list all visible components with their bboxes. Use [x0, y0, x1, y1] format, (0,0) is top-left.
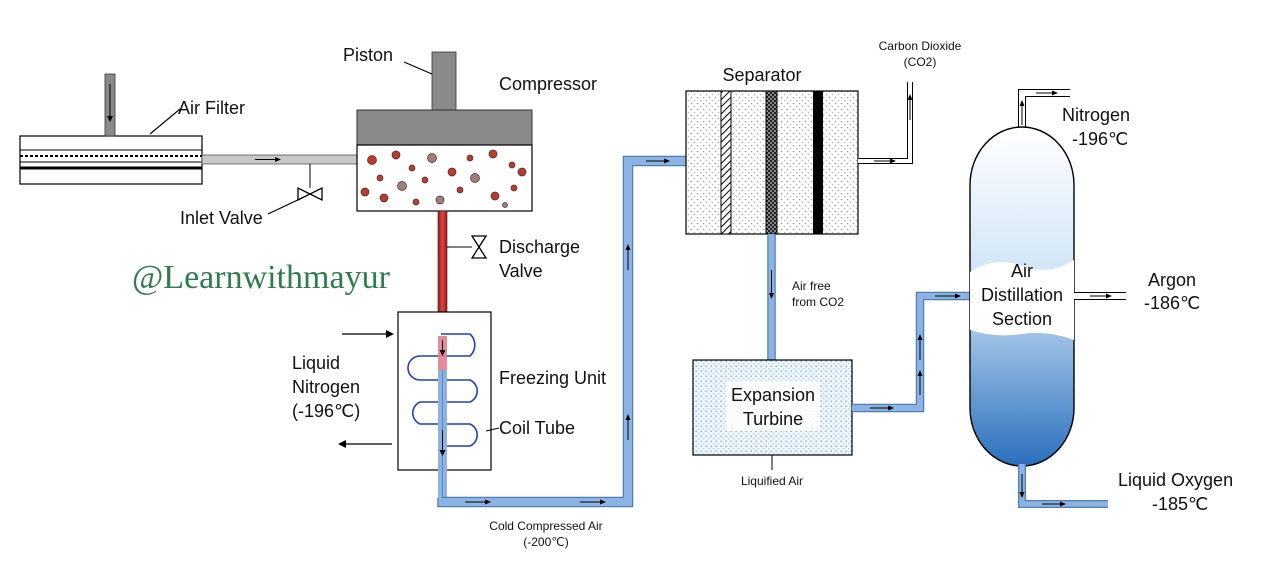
air-free-label-line1: Air free [792, 279, 831, 293]
cold-air-pipe [437, 155, 686, 508]
cold-air-label-line2: (-200℃) [523, 535, 569, 549]
turbine-to-column-pipe [852, 291, 972, 413]
distillation-label-line3: Section [992, 309, 1052, 329]
distillation-column [969, 126, 1075, 467]
nitrogen-label-line1: Nitrogen [1062, 105, 1130, 125]
gas-molecules [360, 149, 527, 208]
discharge-valve-icon [447, 235, 488, 259]
compressor [356, 51, 533, 212]
air-filter [19, 135, 203, 185]
separator-to-turbine-pipe [767, 234, 776, 360]
discharge-valve-label-line1: Discharge [499, 237, 580, 257]
co2-outlet-pipe [858, 82, 913, 164]
oxygen-label-line1: Liquid Oxygen [1118, 470, 1233, 490]
liquified-air-label: Liquified Air [741, 474, 803, 488]
coil-tube [407, 333, 478, 447]
compressor-label: Compressor [499, 74, 597, 94]
argon-outlet-pipe [1074, 292, 1126, 300]
piston-leader [403, 61, 433, 75]
air-intake-pipe [104, 73, 116, 137]
argon-label-line2: -186℃ [1144, 293, 1200, 313]
inlet-valve-label: Inlet Valve [180, 208, 263, 228]
freezing-unit-label: Freezing Unit [499, 368, 606, 388]
nitrogen-label-line2: -196℃ [1072, 129, 1128, 149]
separator [685, 90, 859, 235]
cold-air-label-line1: Cold Compressed Air [489, 519, 602, 533]
expansion-turbine-label-line1: Expansion [731, 385, 815, 405]
argon-label-line1: Argon [1148, 270, 1196, 290]
co2-label-line2: (CO2) [904, 55, 937, 69]
filter-to-compressor-pipe [201, 154, 358, 165]
discharge-valve-label-line2: Valve [499, 261, 543, 281]
expansion-turbine-label-line2: Turbine [743, 409, 803, 429]
inlet-valve-icon [267, 164, 323, 215]
expansion-turbine [692, 359, 853, 456]
liquid-nitrogen-label-line1: Liquid [292, 353, 340, 373]
nitrogen-outlet-pipe [1018, 89, 1070, 130]
freezing-unit [397, 311, 492, 498]
separator-label: Separator [722, 65, 801, 85]
watermark-text: @Learnwithmayur [132, 259, 391, 296]
air-filter-label: Air Filter [178, 98, 245, 118]
air-filter-leader [149, 108, 181, 135]
liquid-nitrogen-label-line3: (-196℃) [292, 401, 360, 421]
coil-tube-leader [485, 427, 500, 432]
liquid-nitrogen-in-arrow [342, 330, 394, 338]
oxygen-outlet-pipe [1018, 464, 1108, 508]
air-free-label-line2: from CO2 [792, 295, 844, 309]
liquid-nitrogen-label-line2: Nitrogen [292, 377, 360, 397]
distillation-label-line2: Distillation [981, 285, 1063, 305]
distillation-label-line1: Air [1011, 261, 1033, 281]
coil-tube-label: Coil Tube [499, 418, 575, 438]
co2-label-line1: Carbon Dioxide [879, 39, 962, 53]
oxygen-label-line2: -185℃ [1152, 494, 1208, 514]
piston-label: Piston [343, 45, 393, 65]
liquid-nitrogen-out-arrow [338, 440, 392, 448]
